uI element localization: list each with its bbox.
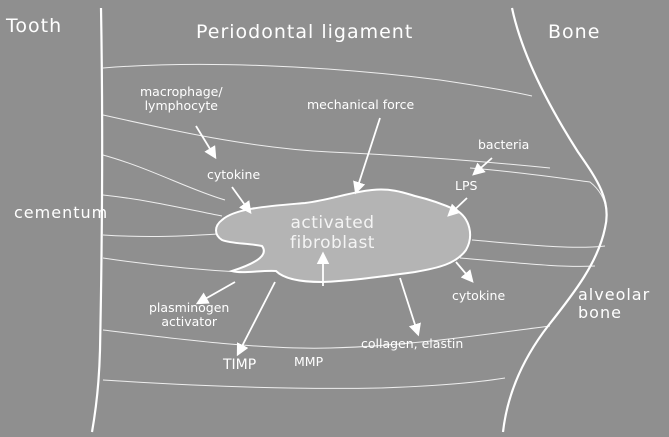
cytokine-output-label: cytokine <box>452 289 505 303</box>
activated-fibroblast-label: activated fibroblast <box>290 214 375 253</box>
collagen-elastin-label: collagen, elastin <box>361 337 463 351</box>
alveolar-bone-label: alveolar bone <box>578 286 650 323</box>
lps-label: LPS <box>455 179 477 193</box>
arrow-to-collagen <box>400 278 418 334</box>
arrow-mechanical-force <box>356 118 380 192</box>
periodontal-ligament-label: Periodontal ligament <box>196 22 413 44</box>
mechanical-force-label: mechanical force <box>307 98 414 112</box>
arrow-bacteria-to-lps <box>474 158 492 174</box>
bone-boundary-line <box>503 8 607 432</box>
timp-label: TIMP <box>223 357 256 373</box>
macrophage-lymphocyte-label: macrophage/ lymphocyte <box>140 85 223 114</box>
arrow-cytokine-to-cell <box>232 187 250 212</box>
cytokine-input-label: cytokine <box>207 168 260 182</box>
mmp-label: MMP <box>294 355 323 369</box>
arrow-to-cytokine-out <box>456 262 472 281</box>
bone-label: Bone <box>548 22 600 44</box>
bacteria-label: bacteria <box>478 138 529 152</box>
arrow-to-timp <box>238 282 275 354</box>
tooth-label: Tooth <box>6 16 62 38</box>
cementum-label: cementum <box>14 204 108 222</box>
arrow-macrophage-to-cytokine <box>196 126 215 157</box>
plasminogen-activator-label: plasminogen activator <box>149 301 229 330</box>
